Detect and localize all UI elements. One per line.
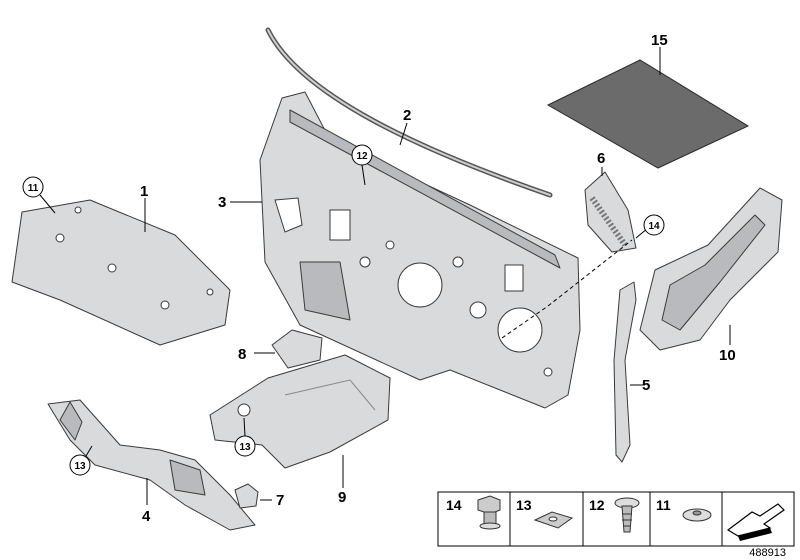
- part-15-sound-mat[interactable]: [546, 59, 750, 169]
- svg-text:14: 14: [648, 221, 660, 232]
- svg-text:11: 11: [656, 497, 671, 513]
- part-10-side-insulation[interactable]: [639, 187, 783, 351]
- part-4-underbody-insulation[interactable]: [47, 399, 256, 531]
- callout-4: 4: [142, 508, 151, 525]
- callout-6: 6: [597, 150, 605, 167]
- svg-text:12: 12: [589, 497, 605, 513]
- part-8-plate[interactable]: [271, 329, 323, 369]
- part-2-seal-strip[interactable]: [265, 27, 553, 198]
- svg-text:12: 12: [356, 151, 368, 162]
- svg-text:13: 13: [74, 461, 86, 472]
- legend-item-13[interactable]: 13: [516, 497, 574, 529]
- callout-12-circled: 12: [351, 144, 373, 166]
- legend-item-12[interactable]: 12: [589, 497, 640, 533]
- callout-13-circled-center: 13: [234, 435, 256, 457]
- speed-nut-icon: [533, 511, 574, 529]
- legend-item-11[interactable]: 11: [656, 497, 712, 522]
- callout-13-circled-left: 13: [69, 454, 91, 476]
- nut-icon: [477, 495, 501, 530]
- direction-arrow-icon: [726, 503, 785, 541]
- part-9-tunnel-insulation[interactable]: [209, 354, 391, 469]
- callout-10: 10: [719, 347, 736, 364]
- part-7-clip[interactable]: [234, 483, 259, 509]
- callout-11-circled: 11: [22, 176, 44, 198]
- fastener-legend: 14 13 12 11: [437, 491, 795, 547]
- callout-9: 9: [338, 489, 346, 506]
- svg-text:13: 13: [516, 497, 532, 513]
- callout-5: 5: [642, 377, 650, 394]
- svg-text:13: 13: [239, 442, 251, 453]
- callout-3: 3: [218, 194, 226, 211]
- callout-15: 15: [651, 32, 668, 49]
- callout-14-circled: 14: [643, 214, 665, 236]
- push-rivet-icon: [614, 497, 640, 533]
- callout-2: 2: [403, 107, 411, 124]
- part-5-strut[interactable]: [613, 281, 637, 463]
- part-1-insulation-panel[interactable]: [11, 199, 231, 346]
- part-6-bracket[interactable]: [584, 171, 637, 253]
- callout-8: 8: [238, 346, 246, 363]
- svg-text:14: 14: [446, 497, 462, 513]
- svg-text:11: 11: [28, 183, 39, 194]
- legend-item-14[interactable]: 14: [446, 495, 501, 530]
- clip-icon: [682, 508, 712, 522]
- diagram-number: 488913: [749, 547, 786, 559]
- callout-1: 1: [140, 183, 148, 200]
- callout-7: 7: [276, 492, 284, 509]
